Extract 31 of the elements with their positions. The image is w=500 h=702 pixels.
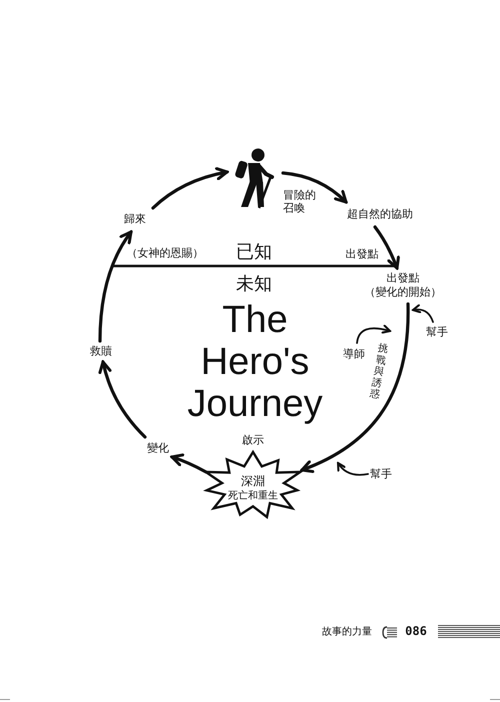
region-label: 未知 <box>236 274 272 296</box>
edge-label: 冒險的召喚 <box>283 189 317 215</box>
stage-label: 導師 <box>343 348 365 362</box>
stage-label: 深淵 <box>241 475 265 489</box>
arrow <box>98 360 147 439</box>
stage-label: 超自然的協助 <box>347 208 413 222</box>
arrow <box>336 462 369 476</box>
diagram-title: The Hero's Journey <box>186 299 324 425</box>
arrow <box>151 167 229 210</box>
stage-label: （女神的恩賜） <box>126 248 204 260</box>
stage-label: 幫手 <box>426 326 448 340</box>
arrow <box>373 225 400 270</box>
region-label: 已知 <box>236 242 272 264</box>
stage-note: 死亡和重生 <box>228 490 278 502</box>
running-head: 故事的力量 <box>322 626 372 638</box>
stage-label: 歸來 <box>124 214 146 226</box>
stage-note: （變化的開始） <box>364 286 442 300</box>
stage-label: 幫手 <box>370 468 392 482</box>
arrow <box>300 302 410 473</box>
arrow <box>281 171 348 204</box>
arrow <box>170 454 208 474</box>
edge-label: 挑戰與誘惑 <box>369 342 389 402</box>
stage-label: 啟示 <box>242 434 264 448</box>
arrow <box>356 324 392 344</box>
stage-label: 救贖 <box>90 346 112 358</box>
stage-label: 出發點 <box>386 272 420 286</box>
arrow <box>98 230 133 343</box>
page-number: 086 <box>405 625 427 639</box>
arrow <box>412 304 434 323</box>
stage-label: 變化 <box>147 442 169 456</box>
stage-label: 出發點 <box>346 248 378 262</box>
